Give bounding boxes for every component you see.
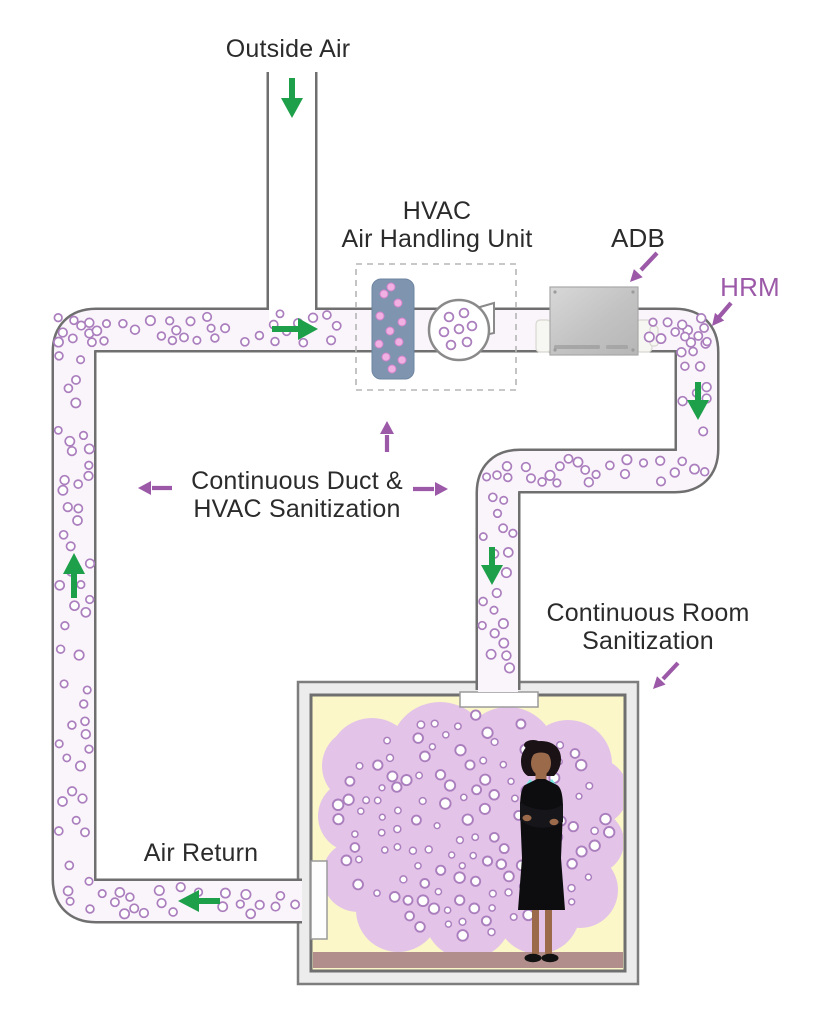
hvac-filter	[371, 278, 415, 380]
duct-sanitization-up-arrow-icon	[380, 421, 394, 452]
person-shoe	[524, 953, 542, 963]
air-return-label: Air Return	[143, 839, 259, 867]
duct-sanitization-left-arrow-icon	[138, 481, 172, 495]
wall-return-vent	[310, 860, 328, 940]
supply-flow-right-arrow-icon	[272, 318, 318, 340]
ceiling-supply-vent	[459, 691, 539, 708]
room-supply-flow-down-arrow-icon	[481, 547, 503, 585]
annotation-arrows	[138, 251, 733, 689]
hvac-unit-dashed-outline	[355, 263, 517, 391]
hvac-fan	[427, 298, 495, 362]
sanitizing-mist-cloud	[318, 702, 623, 959]
air-return-flow-left-arrow-icon	[178, 890, 220, 912]
return-riser-flow-up-arrow-icon	[63, 553, 85, 598]
person-face	[531, 750, 551, 776]
room	[296, 680, 640, 986]
duct-sanitization-label-line1: Continuous Duct &	[191, 467, 403, 495]
adb-device	[535, 286, 659, 356]
post-adb-flow-down-arrow-icon	[687, 382, 709, 420]
person-skirt	[518, 858, 565, 910]
room-sanitization-label-line1: Continuous Room	[546, 599, 750, 627]
adb-device-label-text	[554, 345, 600, 349]
hrm-pointer-arrow-icon	[712, 301, 733, 326]
outside-air-label: Outside Air	[225, 35, 351, 63]
room-floor	[313, 952, 623, 968]
room-sanitization-label-line2: Sanitization	[582, 627, 714, 655]
duct-sanitization-right-arrow-icon	[413, 482, 448, 496]
mist-particles	[331, 709, 616, 942]
person	[518, 740, 565, 963]
hvac-unit-label-line2: Air Handling Unit	[341, 225, 533, 253]
adb-label: ADB	[610, 223, 666, 253]
duct-sanitization-label-line2: HVAC Sanitization	[193, 495, 401, 523]
hvac-unit-label-line1: HVAC	[402, 197, 472, 225]
duct-system	[51, 72, 720, 924]
hrm-label: HRM	[720, 272, 780, 302]
outside-air-flow-down-arrow-icon	[281, 78, 303, 118]
room-sanitization-pointer-arrow-icon	[653, 661, 680, 689]
adb-pointer-arrow-icon	[630, 251, 659, 282]
person-shoe	[541, 953, 559, 963]
airflow-arrows	[63, 78, 709, 912]
duct-loop-interior	[54, 310, 717, 921]
